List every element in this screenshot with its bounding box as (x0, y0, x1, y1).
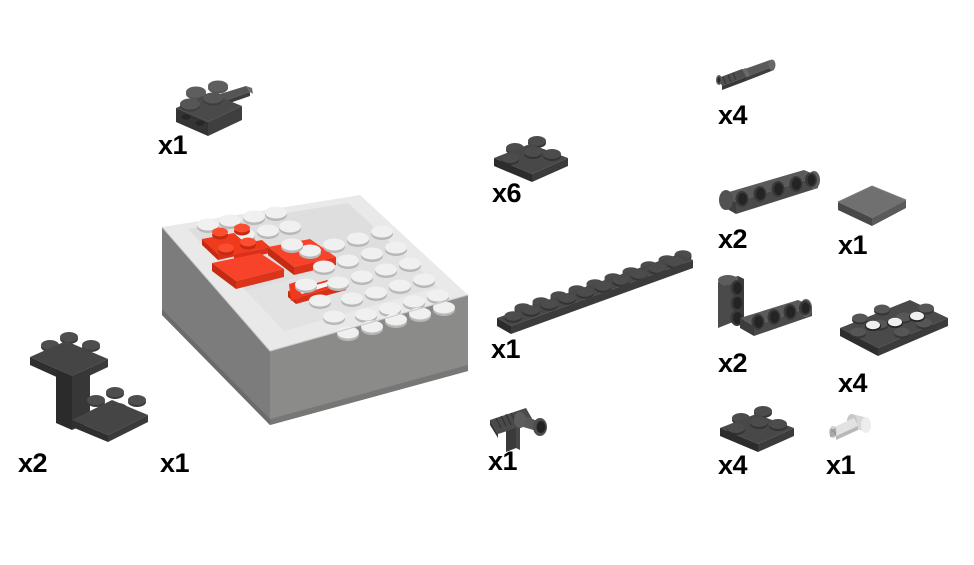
liftarm-1x5-icon (719, 170, 820, 214)
plate-2x2-icon (494, 136, 568, 182)
quantity-label: x1 (488, 446, 518, 476)
tube-connector-icon (490, 408, 547, 452)
plate-2x10-icon (497, 250, 693, 334)
quantity-label: x2 (718, 224, 748, 254)
quantity-label: x2 (718, 348, 748, 378)
quantity-label: x1 (491, 334, 521, 364)
quantity-label: x2 (18, 448, 48, 478)
white-pin-icon (829, 414, 871, 440)
tile-2x2-icon (837, 185, 907, 226)
quantity-label: x1 (158, 130, 188, 160)
quantity-label: x1 (160, 448, 190, 478)
quantity-label: x6 (492, 178, 522, 208)
technic-plate-2x4-icon (840, 300, 948, 356)
battery-box-icon (161, 195, 469, 425)
quantity-label: x4 (838, 368, 868, 398)
plate-2x2-icon (720, 406, 794, 452)
quantity-label: x1 (838, 230, 868, 260)
quantity-label: x1 (826, 450, 856, 480)
technic-brick-with-pin-icon (176, 80, 253, 136)
quantity-label: x4 (718, 100, 748, 130)
angular-liftarm-icon (718, 275, 812, 336)
quantity-label: x4 (718, 450, 748, 480)
axle-pin-icon (716, 59, 776, 90)
bracket-stepped-icon (30, 332, 148, 442)
